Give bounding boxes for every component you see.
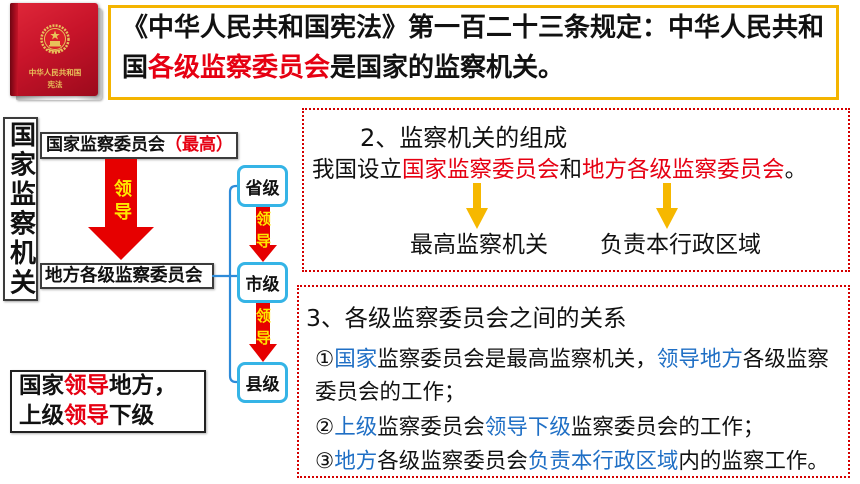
- level-node-county: 县级: [237, 362, 288, 403]
- local-commission-name: 地方各级监察委员会: [45, 266, 203, 286]
- item-marker: ③: [315, 449, 335, 474]
- connector-bracket: [228, 184, 240, 384]
- item-key: 地方: [334, 449, 378, 474]
- relation-item-3: ③地方各级监察委员会负责本行政区域内的监察工作。: [315, 449, 829, 475]
- down-arrow-icon: [656, 183, 678, 229]
- summary-line-1-pre: 国家: [19, 373, 65, 399]
- city-to-county-arrow-label: 领导: [254, 308, 272, 352]
- lead-arrow-shape: [88, 159, 154, 260]
- small-arrow-shape: [249, 207, 277, 262]
- item-key: 负责本行政区域: [527, 449, 679, 474]
- national-commission-note: （最高）: [165, 135, 233, 155]
- national-commission-box: 国家监察委员会（最高）: [40, 132, 238, 159]
- level-label: 县级: [245, 375, 280, 395]
- down-arrow-icon: [466, 183, 488, 229]
- relation-item-1-continued: 委员会的工作；: [315, 380, 466, 406]
- lead-arrow-icon: [88, 159, 154, 260]
- summary-line-2: 上级领导下级: [19, 402, 154, 430]
- sentence-local-commissions: 地方各级监察委员会: [582, 157, 785, 183]
- supervisory-organs-label-box: 国家监察机关: [3, 117, 38, 301]
- composition-label-regional: 负责本行政区域: [600, 232, 761, 258]
- title-line-2: 国各级监察委员会是国家的监察机关。: [122, 51, 564, 85]
- national-commission-name: 国家监察委员会: [46, 135, 165, 155]
- book-cover-subtitle: 宪法: [47, 80, 63, 89]
- book-spine: [10, 3, 18, 96]
- item-text: 各级监察委员会: [377, 449, 528, 474]
- sentence-part: 我国设立: [312, 157, 403, 183]
- composition-label-highest: 最高监察机关: [410, 232, 548, 258]
- title-box: 《中华人民共和国宪法》第一百二十三条规定：中华人民共和 国各级监察委员会是国家的…: [108, 5, 839, 100]
- item-text: 监察委员会是最高监察机关，: [377, 347, 657, 372]
- constitution-book-icon: 中华人民共和国 宪法: [8, 3, 102, 101]
- composition-heading: 2、监察机关的组成: [360, 124, 568, 152]
- province-to-city-arrow-label: 领导: [254, 211, 272, 255]
- relation-item-1: ①国家监察委员会是最高监察机关，领导地方各级监察: [315, 347, 829, 373]
- level-label: 省级: [245, 178, 280, 199]
- item-text: 委员会的工作；: [315, 380, 466, 405]
- small-arrow-shape: [249, 303, 277, 362]
- composition-sentence: 我国设立国家监察委员会和地方各级监察委员会。: [312, 155, 807, 185]
- title-line-2-end: 是国家的监察机关。: [330, 53, 565, 83]
- province-to-city-arrow-icon: [249, 207, 277, 262]
- summary-line-1-post: 地方，: [109, 373, 177, 399]
- summary-line-1-key: 领导: [64, 373, 110, 399]
- lead-arrow-label: 领导: [111, 179, 132, 225]
- down-arrow-shape: [656, 183, 678, 229]
- summary-line-2-key: 领导: [64, 403, 110, 429]
- item-key: 国家: [334, 347, 378, 372]
- level-node-province: 省级: [237, 165, 288, 207]
- level-node-city: 市级: [237, 262, 288, 303]
- relations-panel: 3、各级监察委员会之间的关系 ①国家监察委员会是最高监察机关，领导地方各级监察 …: [297, 285, 850, 478]
- level-bracket-connector: [211, 184, 240, 384]
- item-marker: ②: [315, 415, 335, 440]
- title-line-2-start: 国: [122, 53, 149, 83]
- title-highlight: 各级监察委员会: [148, 53, 331, 83]
- item-text: 监察委员会: [377, 415, 485, 440]
- sentence-part: 和: [559, 157, 583, 183]
- item-text: 内的监察工作。: [678, 449, 829, 474]
- leadership-summary-box: 国家领导地方， 上级领导下级: [10, 370, 206, 433]
- item-text: 各级监察: [742, 347, 829, 372]
- book-cover-title: 中华人民共和国: [28, 68, 82, 77]
- summary-line-2-pre: 上级: [19, 403, 65, 429]
- national-emblem-icon: [40, 24, 70, 54]
- book-cover: 中华人民共和国 宪法: [10, 3, 98, 96]
- sentence-part: 。: [784, 157, 808, 183]
- item-key: 领导下级: [484, 415, 571, 440]
- composition-panel: 2、监察机关的组成 我国设立国家监察委员会和地方各级监察委员会。 最高监察机关 …: [302, 108, 850, 272]
- item-text: 监察委员会的工作；: [570, 415, 765, 440]
- relation-item-2: ②上级监察委员会领导下级监察委员会的工作；: [315, 415, 764, 441]
- summary-line-2-post: 下级: [109, 403, 155, 429]
- summary-line-1: 国家领导地方，: [19, 372, 177, 400]
- item-key: 领导地方: [656, 347, 743, 372]
- level-label: 市级: [245, 275, 280, 295]
- title-line-1: 《中华人民共和国宪法》第一百二十三条规定：中华人民共和: [122, 13, 825, 43]
- item-key: 上级: [334, 415, 378, 440]
- local-commission-box: 地方各级监察委员会: [40, 263, 214, 289]
- city-to-county-arrow-icon: [249, 303, 277, 362]
- item-marker: ①: [315, 347, 335, 372]
- supervisory-organs-label: 国家监察机关: [5, 120, 36, 298]
- relations-heading: 3、各级监察委员会之间的关系: [306, 304, 627, 332]
- sentence-national-commission: 国家监察委员会: [402, 157, 560, 183]
- down-arrow-shape: [466, 183, 488, 229]
